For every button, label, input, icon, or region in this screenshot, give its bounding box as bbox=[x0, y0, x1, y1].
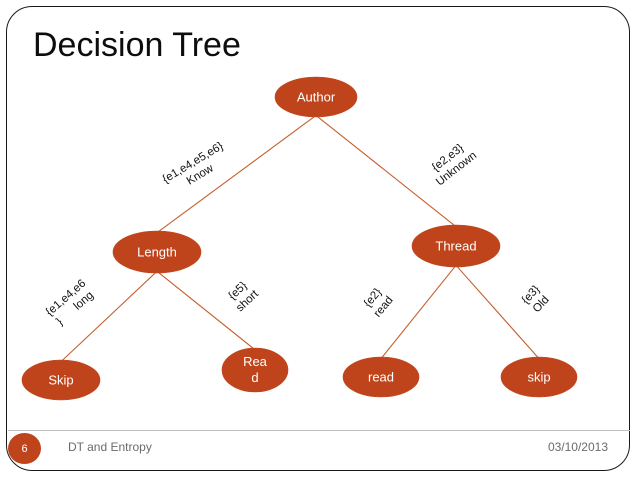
page-title: Decision Tree bbox=[33, 26, 241, 64]
node-label: Length bbox=[137, 244, 177, 259]
node-shape bbox=[342, 356, 420, 398]
tree-edge-label-author-thread: {e2,e3}Unknown bbox=[425, 139, 479, 189]
node-shape bbox=[21, 359, 101, 401]
tree-node-author[interactable]: Author bbox=[274, 76, 358, 118]
node-shape bbox=[411, 224, 501, 268]
tree-edge-label-author-length: {e1,e4,e5,e6}Know bbox=[161, 140, 233, 198]
tree-edge-label-thread-read: {e2}read bbox=[361, 285, 396, 319]
tree-node-read-2[interactable]: read bbox=[342, 356, 420, 398]
tree-edge-length-read bbox=[156, 270, 256, 351]
footer-date: 03/10/2013 bbox=[547, 440, 608, 454]
node-shape bbox=[274, 76, 358, 118]
node-label: Author bbox=[297, 89, 336, 104]
node-label: skip bbox=[527, 369, 550, 384]
tree-node-length[interactable]: Length bbox=[112, 230, 202, 274]
tree-edges-group bbox=[60, 114, 540, 363]
node-shape bbox=[221, 347, 289, 393]
node-shape bbox=[112, 230, 202, 274]
tree-edge-thread-read bbox=[380, 264, 457, 359]
tree-edge-author-length bbox=[156, 114, 317, 234]
node-label: read bbox=[368, 369, 394, 384]
tree-node-skip[interactable]: Skip bbox=[21, 359, 101, 401]
tree-edge-thread-skip bbox=[455, 264, 540, 359]
footer-divider bbox=[8, 430, 630, 432]
node-label: Thread bbox=[435, 238, 476, 253]
tree-edge-label-thread-skip: {e3}Old bbox=[520, 283, 553, 316]
tree-node-skip-2[interactable]: skip bbox=[500, 356, 578, 398]
tree-edge-author-thread bbox=[315, 114, 457, 228]
tree-edge-label-length-read: {e5}short bbox=[225, 277, 262, 314]
page-number-badge: 6 bbox=[8, 433, 41, 464]
tree-edge-length-skip bbox=[60, 270, 158, 363]
node-label: Skip bbox=[48, 372, 73, 387]
footer-title: DT and Entropy bbox=[68, 440, 152, 454]
node-shape bbox=[500, 356, 578, 398]
tree-edge-label-length-skip: {e1,e4,e6} long bbox=[44, 278, 98, 330]
tree-node-thread[interactable]: Thread bbox=[411, 224, 501, 268]
